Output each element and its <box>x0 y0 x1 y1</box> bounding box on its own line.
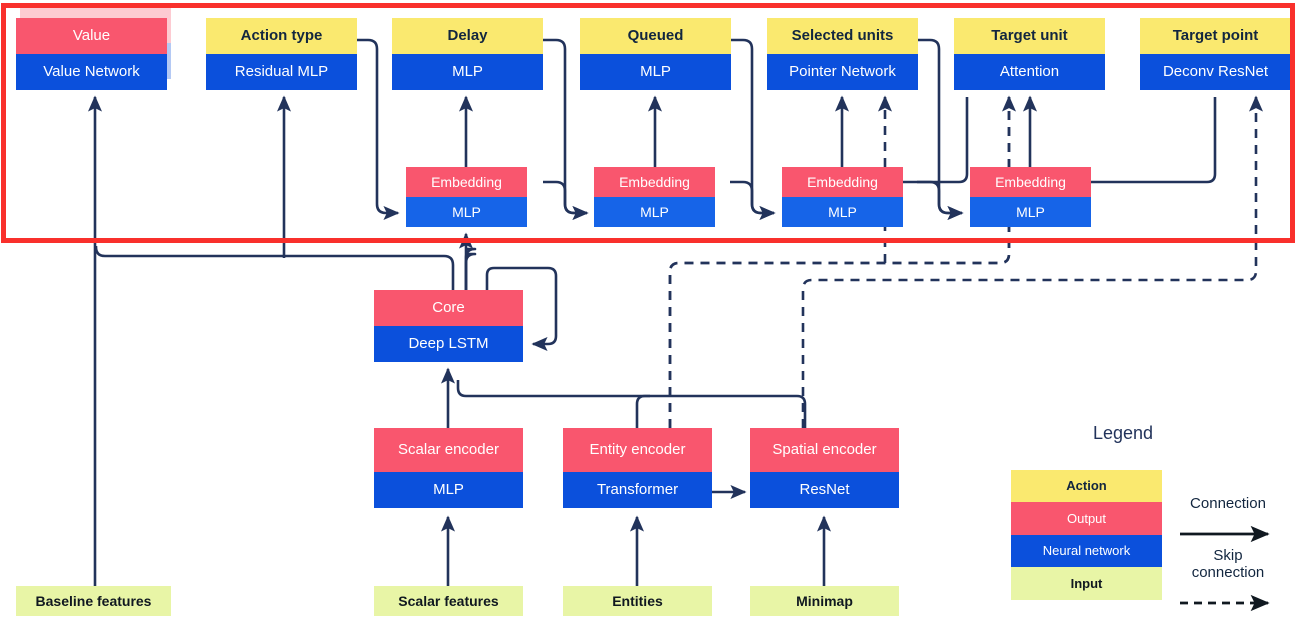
node-selected-units-network: Pointer Network <box>767 54 918 90</box>
legend-key-input: Input <box>1011 567 1162 600</box>
node-core[interactable]: Core Deep LSTM <box>374 290 523 362</box>
node-entity-encoder-network: Transformer <box>563 472 712 508</box>
node-core-network: Deep LSTM <box>374 326 523 362</box>
node-entities-label: Entities <box>563 586 712 616</box>
wire-core-out-trunk <box>94 245 455 290</box>
legend-key-stack: Action Output Neural network Input <box>1011 470 1162 600</box>
wire-core-to-delayemb <box>464 252 477 290</box>
node-target-point[interactable]: Target point Deconv ResNet <box>1140 18 1291 90</box>
node-target-unit-network: Attention <box>954 54 1105 90</box>
node-embedding-delay-network: MLP <box>406 197 527 227</box>
node-entity-encoder[interactable]: Entity encoder Transformer <box>563 428 712 508</box>
node-embedding-delay[interactable]: Embedding MLP <box>406 167 527 227</box>
node-embedding-selected-units[interactable]: Embedding MLP <box>782 167 903 227</box>
node-spatial-encoder-label: Spatial encoder <box>750 428 899 472</box>
node-selected-units[interactable]: Selected units Pointer Network <box>767 18 918 90</box>
node-baseline-features-label: Baseline features <box>16 586 171 616</box>
node-scalar-encoder[interactable]: Scalar encoder MLP <box>374 428 523 508</box>
node-scalar-features-label: Scalar features <box>374 586 523 616</box>
node-target-point-network: Deconv ResNet <box>1140 54 1291 90</box>
node-action-type-network: Residual MLP <box>206 54 357 90</box>
node-delay-label: Delay <box>392 18 543 54</box>
node-queued-label: Queued <box>580 18 731 54</box>
node-minimap-label: Minimap <box>750 586 899 616</box>
node-selected-units-label: Selected units <box>767 18 918 54</box>
node-delay[interactable]: Delay MLP <box>392 18 543 90</box>
node-embedding-queued-label: Embedding <box>594 167 715 197</box>
legend-key-action: Action <box>1011 470 1162 502</box>
legend-key-output: Output <box>1011 502 1162 535</box>
node-entity-encoder-label: Entity encoder <box>563 428 712 472</box>
node-queued[interactable]: Queued MLP <box>580 18 731 90</box>
legend-title: Legend <box>1093 423 1154 443</box>
node-action-type-label: Action type <box>206 18 357 54</box>
node-spatial-encoder-network: ResNet <box>750 472 899 508</box>
node-action-type[interactable]: Action type Residual MLP <box>206 18 357 90</box>
node-embedding-queued-network: MLP <box>594 197 715 227</box>
node-value-label: Value <box>16 18 167 54</box>
node-embedding-delay-label: Embedding <box>406 167 527 197</box>
wire-core-up-right <box>464 247 477 290</box>
wire-encoder-bus <box>456 380 807 428</box>
node-embedding-target-unit-label: Embedding <box>970 167 1091 197</box>
node-embedding-selected-units-network: MLP <box>782 197 903 227</box>
node-minimap[interactable]: Minimap <box>750 586 899 616</box>
node-scalar-encoder-label: Scalar encoder <box>374 428 523 472</box>
node-target-unit[interactable]: Target unit Attention <box>954 18 1105 90</box>
node-spatial-encoder[interactable]: Spatial encoder ResNet <box>750 428 899 508</box>
node-delay-network: MLP <box>392 54 543 90</box>
legend-key-neural-network: Neural network <box>1011 535 1162 567</box>
node-entities[interactable]: Entities <box>563 586 712 616</box>
node-embedding-selected-units-label: Embedding <box>782 167 903 197</box>
node-scalar-encoder-network: MLP <box>374 472 523 508</box>
wire-entity-to-bus <box>635 394 650 428</box>
node-target-unit-label: Target unit <box>954 18 1105 54</box>
node-embedding-target-unit-network: MLP <box>970 197 1091 227</box>
node-queued-network: MLP <box>580 54 731 90</box>
node-value-network: Value Network <box>16 54 167 90</box>
node-target-point-label: Target point <box>1140 18 1291 54</box>
legend-connection-label: Connection <box>1190 495 1266 512</box>
selection-rectangle[interactable] <box>1 3 1295 243</box>
node-scalar-features[interactable]: Scalar features <box>374 586 523 616</box>
node-embedding-queued[interactable]: Embedding MLP <box>594 167 715 227</box>
node-value[interactable]: Value Value Network <box>16 18 167 90</box>
legend-skip-label: Skip connection <box>1191 547 1265 582</box>
node-core-label: Core <box>374 290 523 326</box>
node-baseline-features[interactable]: Baseline features <box>16 586 171 616</box>
node-embedding-target-unit[interactable]: Embedding MLP <box>970 167 1091 227</box>
